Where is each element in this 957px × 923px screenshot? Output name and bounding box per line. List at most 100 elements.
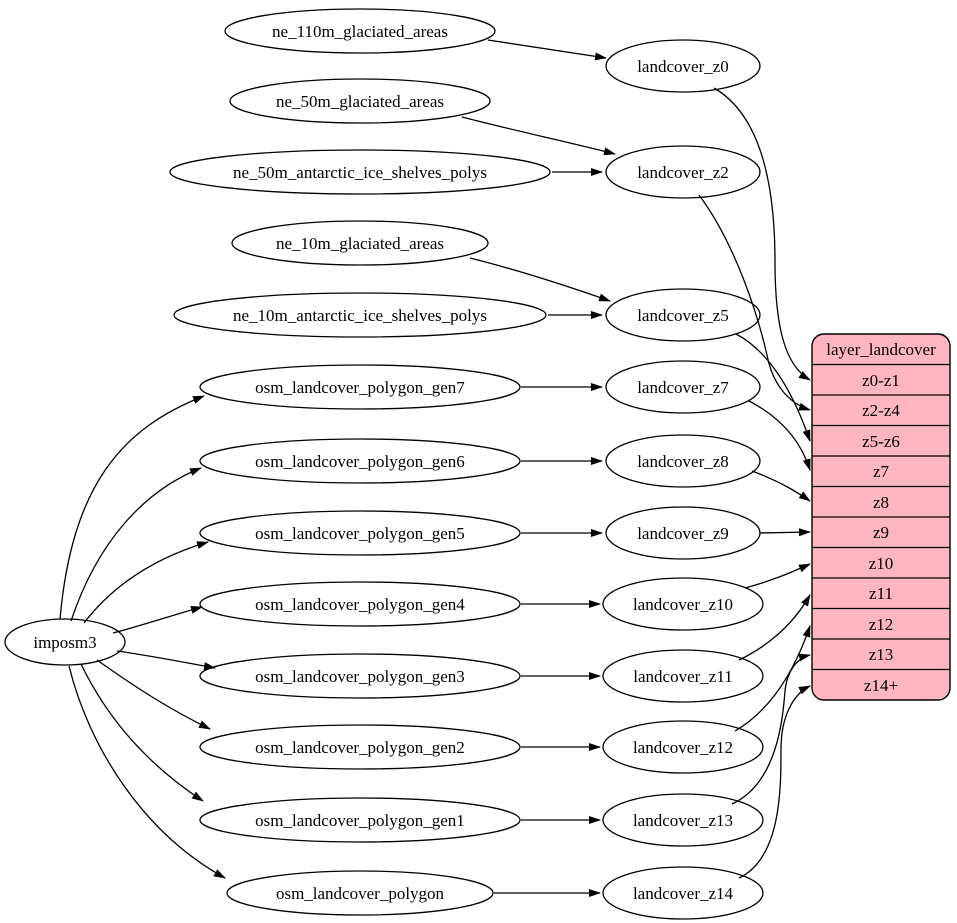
stage-label: landcover_z5 <box>637 306 729 325</box>
source-ellipse <box>199 438 521 484</box>
node-osm-landcover-polygon-gen3: osm_landcover_polygon_gen3 <box>199 653 521 699</box>
node-osm-landcover-polygon-gen7: osm_landcover_polygon_gen7 <box>199 364 521 410</box>
edges <box>59 39 811 897</box>
source-ellipse <box>199 724 521 770</box>
node-ne-10m-glaciated-areas: ne_10m_glaciated_areas <box>231 220 489 266</box>
record-row-z9: z9 <box>873 523 889 542</box>
node-ne-50m-glaciated-areas: ne_50m_glaciated_areas <box>229 78 491 124</box>
edge-imposm3-to-gen5 <box>83 541 209 624</box>
source-label: ne_10m_glaciated_areas <box>276 234 444 253</box>
stage-ellipse <box>602 720 764 774</box>
source-label: osm_landcover_polygon_gen5 <box>255 524 465 543</box>
stage-label: landcover_z11 <box>633 667 732 686</box>
node-landcover-z5: landcover_z5 <box>605 288 761 342</box>
node-landcover-z2: landcover_z2 <box>605 145 761 199</box>
source-label: osm_landcover_polygon_gen7 <box>255 378 465 397</box>
source-ellipse <box>173 292 547 338</box>
edge-landcover-z5-to-row-z5-z6 <box>735 333 811 442</box>
imposm3-label: imposm3 <box>33 633 96 652</box>
source-ellipse <box>169 149 551 195</box>
edge-landcover-z7-to-row-z7 <box>748 400 811 471</box>
stage-ellipse <box>602 793 764 847</box>
record-layer-landcover: layer_landcover z0-z1 z2-z4 z5-z6 z7 z8 … <box>811 333 951 701</box>
stage-ellipse <box>605 434 761 488</box>
source-ellipse <box>229 78 491 124</box>
source-label: osm_landcover_polygon_gen6 <box>255 452 465 471</box>
source-ellipse <box>199 510 521 556</box>
node-osm-landcover-polygon: osm_landcover_polygon <box>226 870 494 916</box>
node-landcover-z7: landcover_z7 <box>605 360 761 414</box>
node-landcover-z9: landcover_z9 <box>605 506 761 560</box>
edge-ne110m-to-landcover-z0 <box>487 39 607 61</box>
stage-ellipse <box>602 577 764 631</box>
edge-landcover-z14-to-row-z14plus <box>738 685 811 879</box>
edge-imposm3-to-gen7 <box>59 395 205 620</box>
source-label: osm_landcover_polygon_gen4 <box>255 595 465 614</box>
source-ellipse <box>231 220 489 266</box>
record-row-z14plus: z14+ <box>864 676 898 695</box>
source-ellipse <box>199 364 521 410</box>
record-row-z10: z10 <box>869 554 894 573</box>
source-label: ne_110m_glaciated_areas <box>272 22 448 41</box>
imposm3-ellipse <box>4 618 126 666</box>
node-landcover-z10: landcover_z10 <box>602 577 764 631</box>
source-ellipse <box>226 870 494 916</box>
node-ne-110m-glaciated-areas: ne_110m_glaciated_areas <box>224 8 496 54</box>
node-landcover-z8: landcover_z8 <box>605 434 761 488</box>
edge-landcover-z2-to-row-z2-z4 <box>698 194 811 411</box>
source-label: ne_50m_glaciated_areas <box>276 92 444 111</box>
edge-landcover-z13-to-row-z13 <box>731 653 811 805</box>
node-landcover-z13: landcover_z13 <box>602 793 764 847</box>
stage-label: landcover_z14 <box>633 884 734 903</box>
node-landcover-z14: landcover_z14 <box>602 866 764 920</box>
record-row-z0-z1: z0-z1 <box>862 371 900 390</box>
record-row-z13: z13 <box>869 645 894 664</box>
source-ellipse <box>199 797 521 843</box>
stage-label: landcover_z10 <box>633 595 733 614</box>
source-label: osm_landcover_polygon_gen2 <box>255 738 465 757</box>
edge-landcover-z12-to-row-z12 <box>734 625 811 732</box>
node-landcover-z11: landcover_z11 <box>602 649 764 703</box>
edge-imposm3-to-gen1 <box>80 663 204 802</box>
record-row-z8: z8 <box>873 493 889 512</box>
record-row-z7: z7 <box>873 462 890 481</box>
source-label: osm_landcover_polygon_gen3 <box>255 667 465 686</box>
edge-imposm3-to-gen3 <box>116 650 216 671</box>
node-osm-landcover-polygon-gen5: osm_landcover_polygon_gen5 <box>199 510 521 556</box>
edge-landcover-z11-to-row-z11 <box>738 594 811 661</box>
source-label: osm_landcover_polygon <box>276 884 445 903</box>
stage-label: landcover_z12 <box>633 738 733 757</box>
stage-label: landcover_z2 <box>637 163 729 182</box>
node-osm-landcover-polygon-gen2: osm_landcover_polygon_gen2 <box>199 724 521 770</box>
node-osm-landcover-polygon-gen6: osm_landcover_polygon_gen6 <box>199 438 521 484</box>
source-label: ne_50m_antarctic_ice_shelves_polys <box>233 163 487 182</box>
source-ellipse <box>199 581 521 627</box>
stage-label: landcover_z13 <box>633 811 733 830</box>
stage-ellipse <box>605 39 761 93</box>
stage-label: landcover_z9 <box>637 524 729 543</box>
edge-ne50m-glaciated-to-landcover-z2 <box>461 116 616 156</box>
source-ellipse <box>224 8 496 54</box>
edge-landcover-z9-to-row-z9 <box>759 528 811 537</box>
stage-ellipse <box>602 649 764 703</box>
record-row-z11: z11 <box>869 584 893 603</box>
stage-ellipse <box>602 866 764 920</box>
record-row-z12: z12 <box>869 615 894 634</box>
source-label: ne_10m_antarctic_ice_shelves_polys <box>233 306 487 325</box>
record-header: layer_landcover <box>826 340 936 359</box>
edge-landcover-z8-to-row-z8 <box>751 470 811 502</box>
stage-label: landcover_z7 <box>637 378 729 397</box>
edge-landcover-z0-to-row-z0-z1 <box>713 87 811 381</box>
node-osm-landcover-polygon-gen4: osm_landcover_polygon_gen4 <box>199 581 521 627</box>
edge-landcover-z10-to-row-z10 <box>744 563 811 589</box>
node-landcover-z12: landcover_z12 <box>602 720 764 774</box>
stage-ellipse <box>605 145 761 199</box>
record-row-z2-z4: z2-z4 <box>862 401 900 420</box>
node-imposm3: imposm3 <box>4 618 126 666</box>
source-ellipse <box>199 653 521 699</box>
nodes: imposm3 ne_110m_glaciated_areas ne_50m_g… <box>4 8 764 920</box>
node-landcover-z0: landcover_z0 <box>605 39 761 93</box>
node-ne-50m-antarctic-ice-shelves-polys: ne_50m_antarctic_ice_shelves_polys <box>169 149 551 195</box>
stage-label: landcover_z8 <box>637 452 729 471</box>
